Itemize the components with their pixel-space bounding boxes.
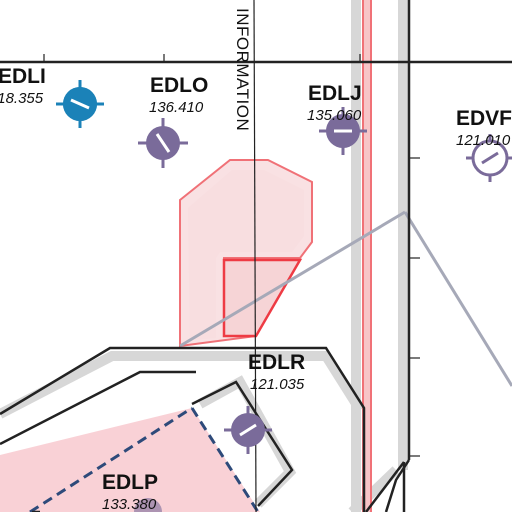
route-lines: [179, 210, 512, 387]
station-code-edlj: EDLJ: [308, 82, 362, 105]
restricted-area: [179, 159, 313, 348]
vor-purple-icon[interactable]: [134, 498, 162, 512]
station-freq-edlj: 135.060: [307, 107, 362, 124]
station-freq-edlr: 121.035: [250, 376, 305, 393]
boundary-halos: [0, 0, 408, 512]
station-code-edlo: EDLO: [150, 74, 209, 97]
edlp-zone: [0, 406, 260, 512]
station-freq-edlo: 136.410: [149, 99, 204, 116]
vor-outline-icon[interactable]: [466, 134, 512, 182]
vor-purple-icon[interactable]: [319, 107, 367, 155]
station-code-edli: EDLI: [0, 65, 46, 88]
station-code-edlr: EDLR: [248, 351, 306, 374]
station-freq-edli: 118.355: [0, 90, 44, 107]
station-code-edvf: EDVF: [456, 107, 512, 130]
vor-purple-icon[interactable]: [224, 406, 272, 454]
vor-blue-icon[interactable]: [56, 80, 104, 128]
vor-purple-icon[interactable]: [138, 118, 188, 168]
station-freq-edvf: 121.010: [456, 132, 511, 149]
station-freq-edlp: 133.380: [102, 496, 157, 512]
station-code-edlp: EDLP: [102, 471, 159, 494]
airway-label: INFORMATION: [233, 8, 252, 132]
